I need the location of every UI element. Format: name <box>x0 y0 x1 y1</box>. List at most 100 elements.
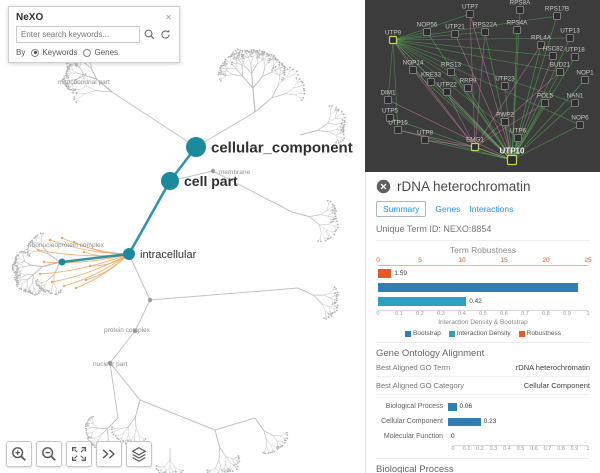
search-input[interactable] <box>16 26 140 43</box>
gene-node-label: RPS22A <box>473 22 498 29</box>
gene-node-label: DIM1 <box>380 90 396 97</box>
gene-node-UTP13[interactable]: UTP13 <box>560 28 580 42</box>
layers-button[interactable] <box>126 441 152 467</box>
gene-node-KRE33[interactable]: KRE33 <box>421 72 441 86</box>
gene-node-label: EMG1 <box>466 137 484 144</box>
robustness-section-title: Term Robustness <box>449 245 517 255</box>
gene-node-label: UTP23 <box>495 76 515 83</box>
gene-node-PWP2[interactable]: PWP2 <box>496 112 514 126</box>
gene-node-POL5[interactable]: POL5 <box>537 93 554 107</box>
legend-robustness: Robustness <box>518 330 561 337</box>
term-node-cluster[interactable] <box>58 258 66 266</box>
hierarchy-icon <box>102 449 115 459</box>
radio-keywords-label: Keywords <box>42 48 78 57</box>
term-node-cell-part[interactable]: cell part <box>161 172 238 190</box>
close-term-icon[interactable] <box>376 179 391 194</box>
gene-node-label: NAN1 <box>567 93 584 100</box>
radio-genes-dot <box>83 48 92 57</box>
gene-node-UTP6[interactable]: UTP6 <box>510 128 527 142</box>
tab-summary[interactable]: Summary <box>376 201 427 217</box>
unique-term-id-label: Unique Term ID: <box>376 224 441 234</box>
gene-node-NOP1[interactable]: NOP1 <box>576 70 594 84</box>
tree-small-label: mitochondrial part <box>58 79 110 86</box>
gene-node-UTP9[interactable]: UTP9 <box>385 30 402 45</box>
gene-node-HSC82[interactable]: HSC82 <box>543 46 564 60</box>
gene-node-UTP21[interactable]: UTP21 <box>445 24 465 38</box>
gene-node-label: NOP56 <box>417 22 438 29</box>
radio-keywords-dot <box>31 48 40 57</box>
radio-keywords[interactable]: Keywords <box>31 48 77 57</box>
gene-node-RPS4A[interactable]: RPS4A <box>507 20 528 34</box>
gene-node-label: UTP7 <box>462 4 479 11</box>
fit-to-screen-button[interactable] <box>66 441 92 467</box>
zoom-in-icon <box>12 447 26 461</box>
selected-term-path <box>61 146 198 264</box>
gene-node-UTP22[interactable]: UTP22 <box>437 82 457 96</box>
gene-node-label: RPS8A <box>510 0 531 7</box>
gene-node-NAN1[interactable]: NAN1 <box>567 93 584 107</box>
by-label: By <box>16 48 26 57</box>
gene-node-label: RPS17B <box>545 6 569 13</box>
gene-node-UTP23[interactable]: UTP23 <box>495 76 515 90</box>
tab-interactions[interactable]: Interactions <box>469 204 514 214</box>
gene-node-UTP10[interactable]: UTP10 <box>500 147 525 166</box>
gene-node-NOP6[interactable]: NOP6 <box>571 115 589 129</box>
map-toolbar <box>6 441 152 467</box>
zoom-out-button[interactable] <box>36 441 62 467</box>
gene-node-label: RPS13 <box>441 62 461 69</box>
legend-interaction-density: Interaction Density <box>448 330 511 337</box>
gene-node-RPS22A[interactable]: RPS22A <box>473 22 498 36</box>
close-icon[interactable]: ✕ <box>165 13 172 22</box>
gene-node-UTP8[interactable]: UTP8 <box>417 130 434 144</box>
gene-node-RRP9[interactable]: RRP9 <box>460 78 477 92</box>
gene-node-BUD21[interactable]: BUD21 <box>550 62 571 76</box>
gene-node-RPS13[interactable]: RPS13 <box>441 62 461 76</box>
gene-node-label: UTP18 <box>565 47 585 54</box>
gene-node-label: UTP9 <box>385 30 402 37</box>
gene-node-UTP7[interactable]: UTP7 <box>462 4 479 18</box>
gene-node-label: PWP2 <box>496 112 514 119</box>
gene-node-label: NOP1 <box>576 70 594 77</box>
biological-process-title: Biological Process <box>376 458 590 473</box>
gene-node-label: KRE33 <box>421 72 441 79</box>
tree-small-label: membrane <box>219 169 250 176</box>
search-icon[interactable] <box>143 28 156 41</box>
tab-genes[interactable]: Genes <box>435 204 461 214</box>
term-node-cellular_component[interactable]: cellular_component <box>186 137 353 157</box>
chart-legend: Bootstrap Interaction Density Robustness <box>376 330 590 337</box>
network-edges <box>387 9 586 161</box>
bar-robustness: 1.59 <box>378 267 588 280</box>
gene-node-NOP14[interactable]: NOP14 <box>403 60 424 74</box>
hierarchy-layout-button[interactable] <box>96 441 122 467</box>
gene-node-EMG1[interactable]: EMG1 <box>466 137 484 152</box>
term-node-intracellular[interactable]: intracellular <box>123 248 197 261</box>
gene-node-label: POL5 <box>537 93 554 100</box>
gene-node-RPL4A[interactable]: RPL4A <box>531 35 552 49</box>
gene-node-DIM1[interactable]: DIM1 <box>380 90 396 104</box>
bar-interaction-density: 0.42 <box>378 295 588 308</box>
search-panel: NeXO ✕ By Keywords G <box>8 6 180 63</box>
tree-small-label: protein complex <box>104 327 151 334</box>
radio-genes[interactable]: Genes <box>83 48 118 57</box>
gene-node-label: UTP15 <box>388 120 408 127</box>
term-node-label: intracellular <box>140 249 197 261</box>
tree-small-label: nuclear part <box>93 361 128 368</box>
gene-node-label: HSC82 <box>543 46 564 53</box>
gene-node-RPS17B[interactable]: RPS17B <box>545 6 569 20</box>
reset-icon[interactable] <box>159 28 172 41</box>
gene-node-UTP5[interactable]: UTP5 <box>382 108 399 122</box>
gene-network-panel[interactable]: UTP7 RPS8A RPS17B UTP9 NOP56 UTP21 RPS22A RPS4A… <box>365 0 600 172</box>
gene-node-UTP18[interactable]: UTP18 <box>565 47 585 61</box>
zoom-in-button[interactable] <box>6 441 32 467</box>
gene-node-UTP15[interactable]: UTP15 <box>388 120 408 134</box>
legend-bootstrap: Bootstrap <box>405 330 441 337</box>
gene-node-label: UTP5 <box>382 108 399 115</box>
gene-node-label: UTP22 <box>437 82 457 89</box>
gene-node-RPS8A[interactable]: RPS8A <box>510 0 531 14</box>
gene-node-NOP56[interactable]: NOP56 <box>417 22 438 36</box>
